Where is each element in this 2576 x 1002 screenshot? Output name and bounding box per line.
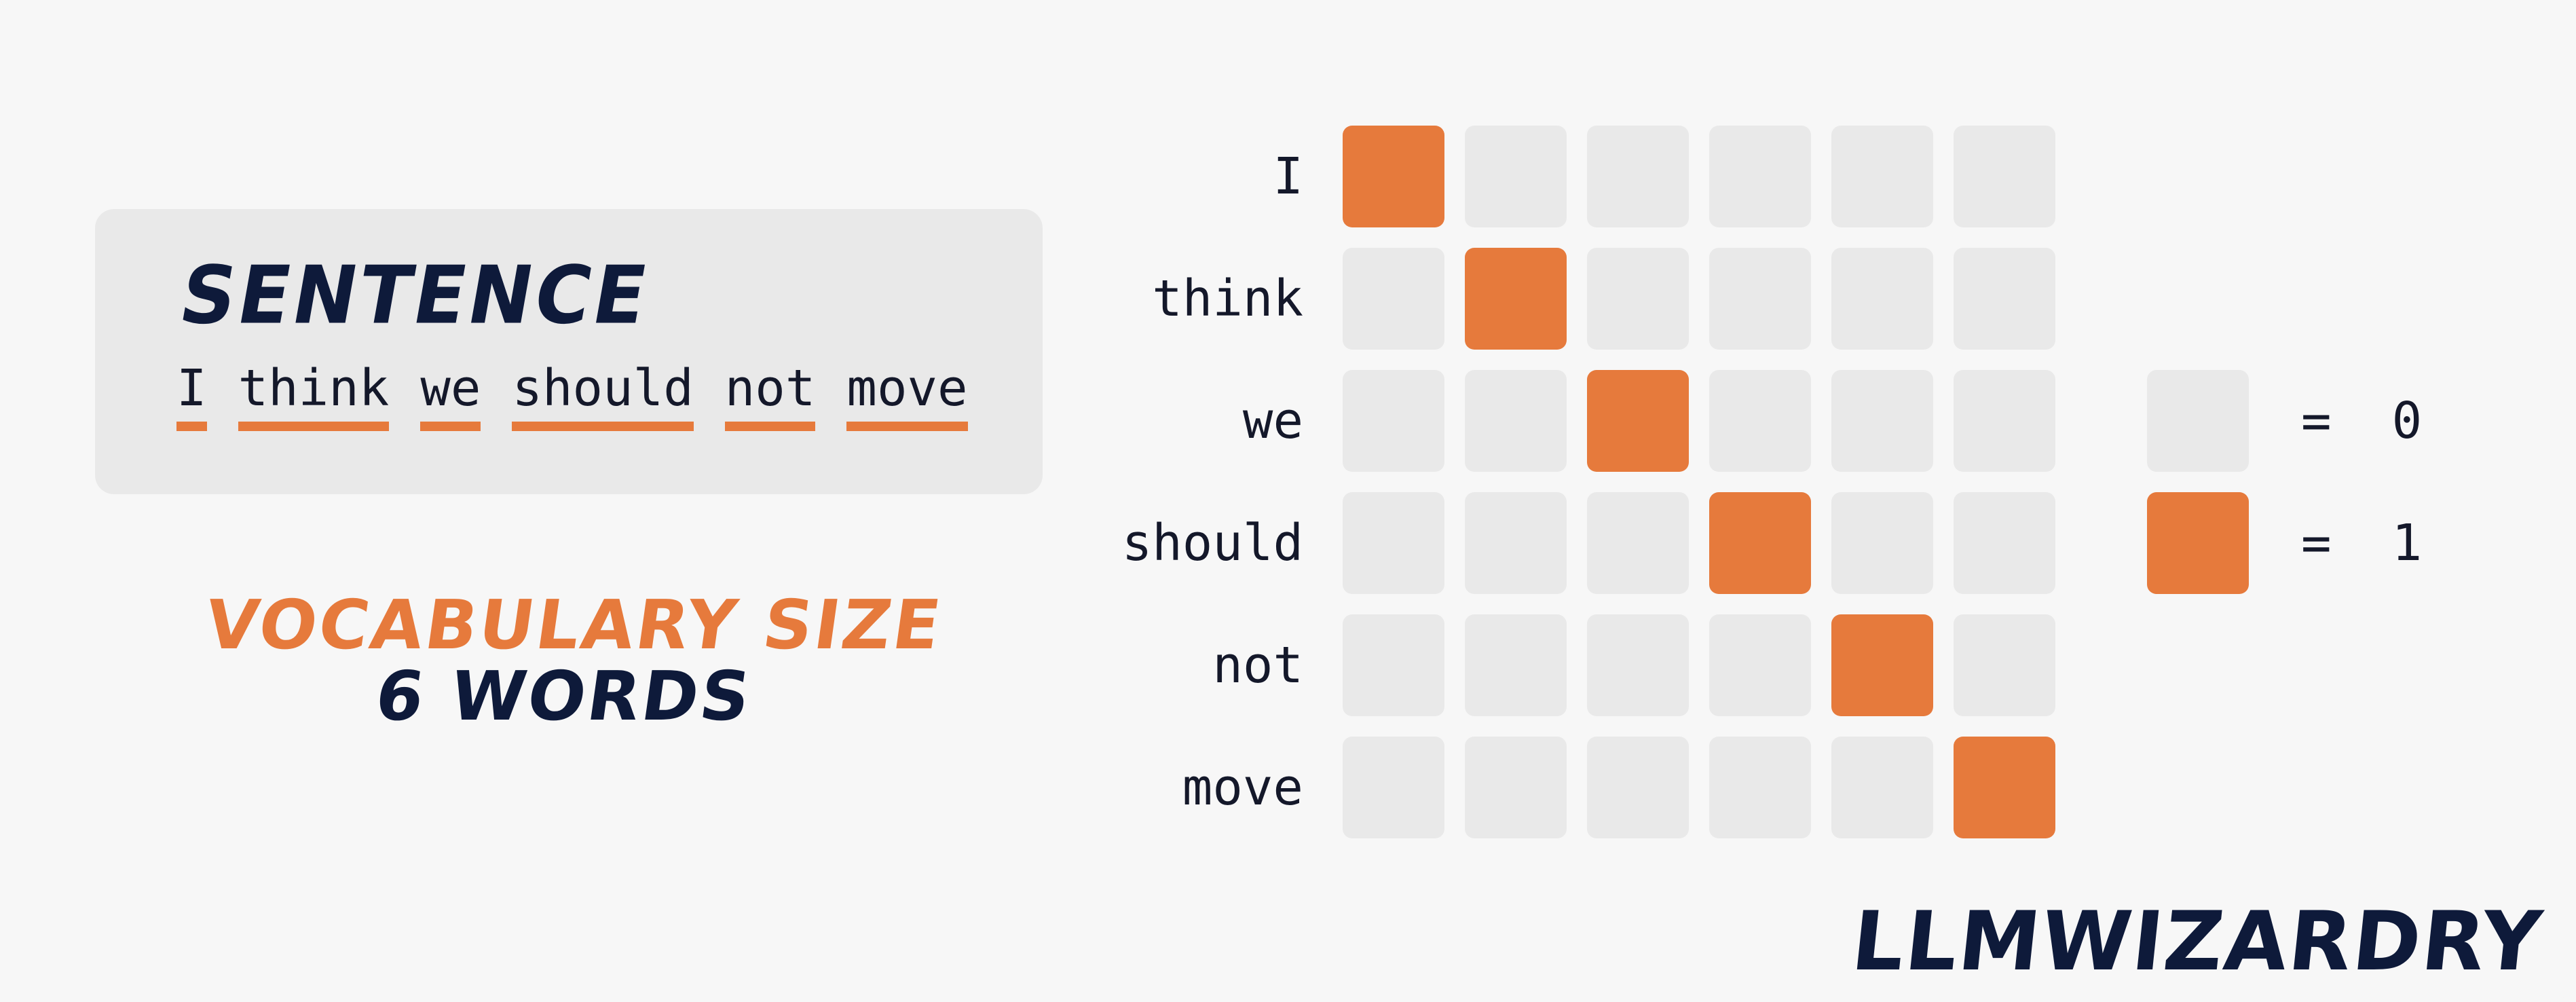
matrix-cell-zero xyxy=(1954,126,2055,227)
matrix-cell-zero xyxy=(1709,248,1811,350)
matrix-cell-zero xyxy=(1587,614,1689,716)
row-label: move xyxy=(1182,758,1303,817)
matrix-cell-zero xyxy=(1831,248,1933,350)
matrix-cell-zero xyxy=(1709,370,1811,472)
legend-swatch xyxy=(2147,492,2249,594)
matrix-cell-one xyxy=(1465,248,1567,350)
matrix-cell-one xyxy=(1587,370,1689,472)
matrix-cell-zero xyxy=(1343,737,1444,838)
matrix-cell-zero xyxy=(1343,614,1444,716)
vocabulary-label: VOCABULARY SIZE xyxy=(200,585,948,665)
matrix-cell-zero xyxy=(1343,248,1444,350)
sentence-word: move xyxy=(846,359,968,432)
vocabulary-value: 6 WORDS xyxy=(371,656,758,736)
matrix-cell-zero xyxy=(1831,492,1933,594)
matrix-cell-zero xyxy=(1465,492,1567,594)
matrix-cell-one xyxy=(1709,492,1811,594)
legend-label: = 0 xyxy=(2301,392,2423,450)
sentence-title: SENTENCE xyxy=(173,249,657,343)
matrix-cell-zero xyxy=(1709,737,1811,838)
matrix-cell-one xyxy=(1831,614,1933,716)
row-label: we xyxy=(1242,392,1303,450)
matrix-cell-zero xyxy=(1587,492,1689,594)
matrix-cell-zero xyxy=(1831,737,1933,838)
matrix-cell-zero xyxy=(1709,126,1811,227)
matrix-cell-zero xyxy=(1587,248,1689,350)
vocabulary-block: VOCABULARY SIZE 6 WORDS xyxy=(85,585,1053,736)
matrix-cell-zero xyxy=(1954,614,2055,716)
legend-label: = 1 xyxy=(2301,514,2423,572)
sentence-word: think xyxy=(238,359,390,432)
matrix-cell-zero xyxy=(1465,370,1567,472)
matrix-cell-zero xyxy=(1465,126,1567,227)
row-label: not xyxy=(1212,636,1303,694)
matrix-cell-zero xyxy=(1465,614,1567,716)
matrix-cell-one xyxy=(1343,126,1444,227)
sentence-word: should xyxy=(512,359,694,432)
row-label: think xyxy=(1152,270,1303,328)
matrix-cell-zero xyxy=(1709,614,1811,716)
matrix-cell-one xyxy=(1954,737,2055,838)
matrix-cell-zero xyxy=(1465,737,1567,838)
matrix-cell-zero xyxy=(1587,737,1689,838)
matrix-cell-zero xyxy=(1954,248,2055,350)
matrix-cell-zero xyxy=(1831,126,1933,227)
matrix-cell-zero xyxy=(1954,370,2055,472)
sentence-word: I xyxy=(176,359,207,432)
sentence-word: not xyxy=(724,359,816,432)
row-label: should xyxy=(1121,514,1303,572)
matrix-cell-zero xyxy=(1587,126,1689,227)
matrix-cell-zero xyxy=(1343,492,1444,594)
matrix-cell-zero xyxy=(1831,370,1933,472)
legend-swatch xyxy=(2147,370,2249,472)
sentence-word: we xyxy=(420,359,481,432)
brand-logo: LLMWIZARDRY xyxy=(1847,895,2547,989)
matrix-cell-zero xyxy=(1343,370,1444,472)
row-label: I xyxy=(1273,147,1303,206)
matrix-cell-zero xyxy=(1954,492,2055,594)
